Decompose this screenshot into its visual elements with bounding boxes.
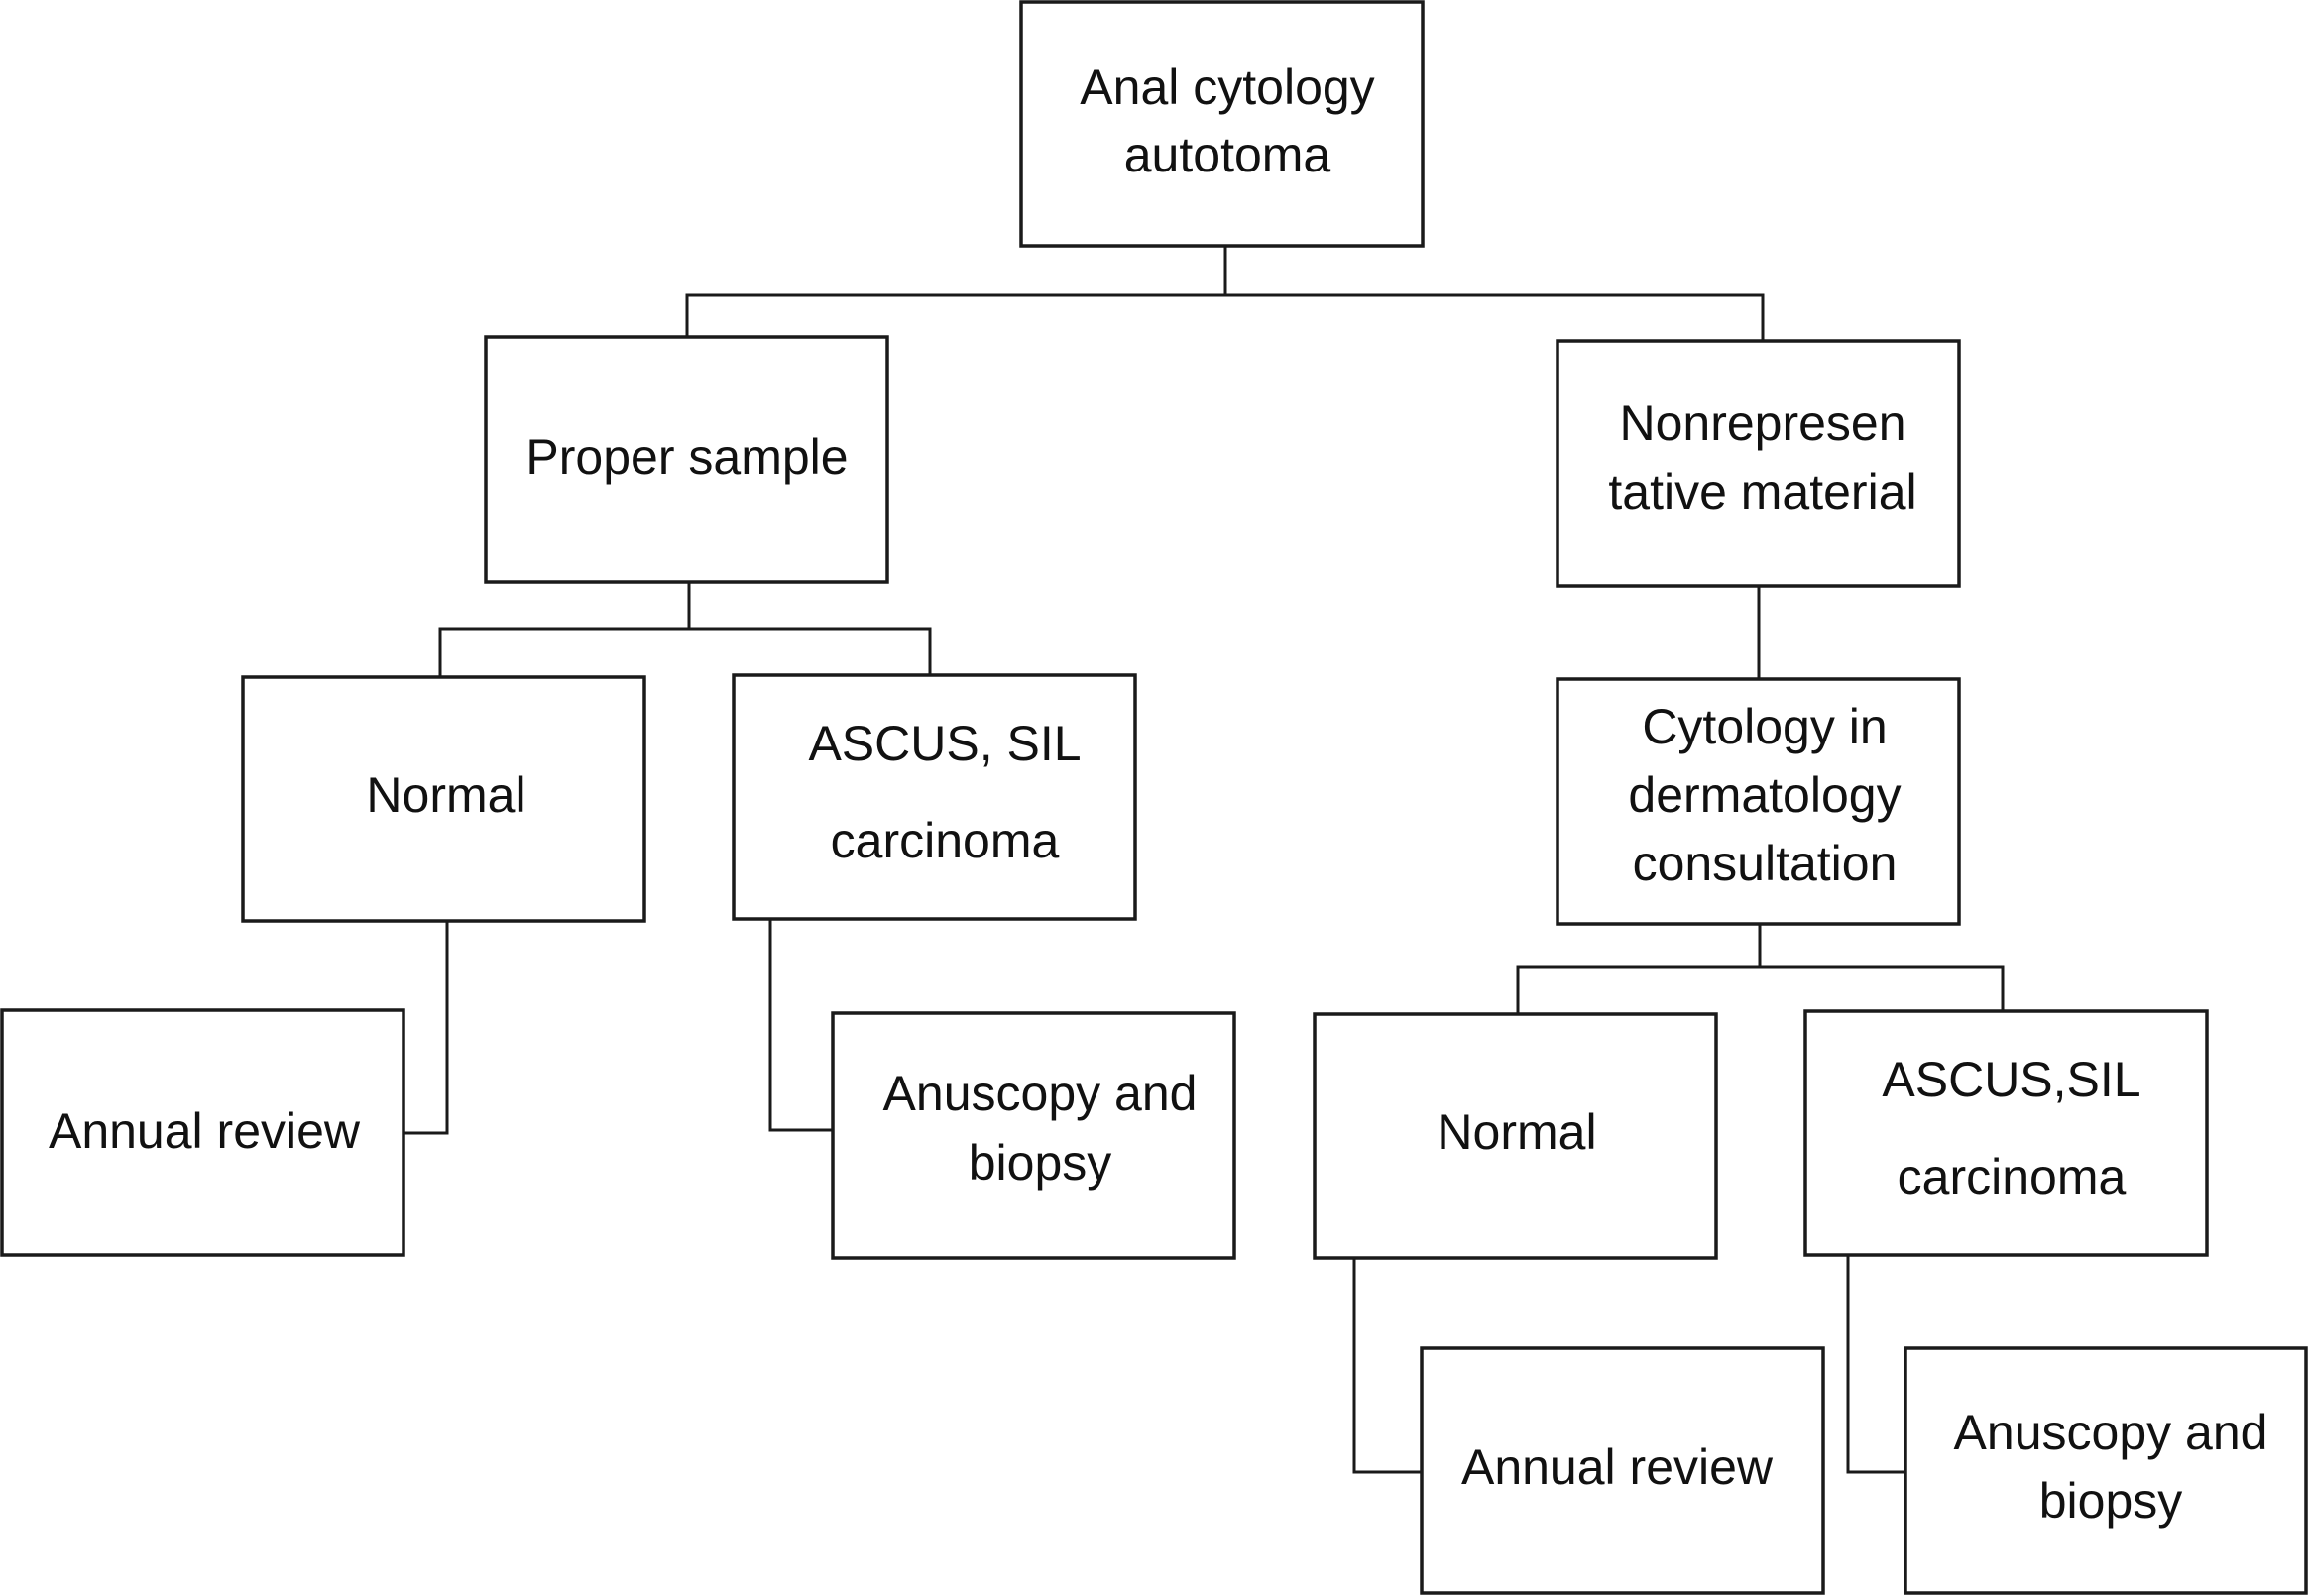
node-ascus-sil-right: ASCUS,SIL carcinoma: [1803, 1009, 2209, 1257]
node-anal-cytology-line-2: autotoma: [1124, 127, 1331, 182]
node-nonrepresentative-material: Nonrepresen tative material: [1556, 339, 1961, 588]
node-annual-left-line-1: Annual review: [49, 1103, 361, 1159]
node-cytology-derm-line-1: Cytology in: [1642, 699, 1887, 754]
node-cytology-derm-line-3: consultation: [1633, 836, 1898, 891]
node-normal-right-line-1: Normal: [1437, 1104, 1596, 1160]
node-anuscopy-biopsy-right: Anuscopy and biopsy: [1904, 1346, 2308, 1595]
node-anuscopy-left-line-2: biopsy: [969, 1135, 1112, 1191]
node-annual-right-line-1: Annual review: [1461, 1439, 1774, 1495]
node-nonrepresentative-line-2: tative material: [1608, 464, 1916, 519]
node-normal-left-line-1: Normal: [366, 767, 525, 823]
node-normal-right: Normal: [1313, 1012, 1718, 1260]
connector-lines: [402, 244, 2005, 1474]
node-ascus-left-line-1: ASCUS, SIL: [808, 716, 1081, 771]
node-nonrepresentative-line-1: Nonrepresen: [1619, 396, 1905, 451]
node-anuscopy-biopsy-left: Anuscopy and biopsy: [831, 1011, 1236, 1260]
node-proper-sample-line-1: Proper sample: [525, 429, 848, 485]
node-anal-cytology: Anal cytology autotoma: [1019, 0, 1425, 248]
node-anuscopy-right-line-1: Anuscopy and: [1954, 1405, 2268, 1460]
node-proper-sample: Proper sample: [484, 335, 889, 584]
node-annual-review-right: Annual review: [1420, 1346, 1825, 1595]
node-cytology-dermatology: Cytology in dermatology consultation: [1556, 677, 1961, 926]
node-ascus-right-line-1: ASCUS,SIL: [1882, 1052, 2140, 1107]
node-normal-left: Normal: [241, 675, 646, 923]
node-ascus-left-line-2: carcinoma: [831, 813, 1060, 868]
node-ascus-right-line-2: carcinoma: [1898, 1149, 2127, 1204]
node-ascus-sil-left: ASCUS, SIL carcinoma: [732, 673, 1137, 921]
node-cytology-derm-line-2: dermatology: [1628, 767, 1901, 823]
node-anuscopy-left-line-1: Anuscopy and: [883, 1066, 1198, 1121]
node-annual-review-left: Annual review: [0, 1008, 405, 1257]
node-anuscopy-right-line-2: biopsy: [2039, 1473, 2183, 1529]
node-anal-cytology-line-1: Anal cytology: [1080, 59, 1374, 115]
